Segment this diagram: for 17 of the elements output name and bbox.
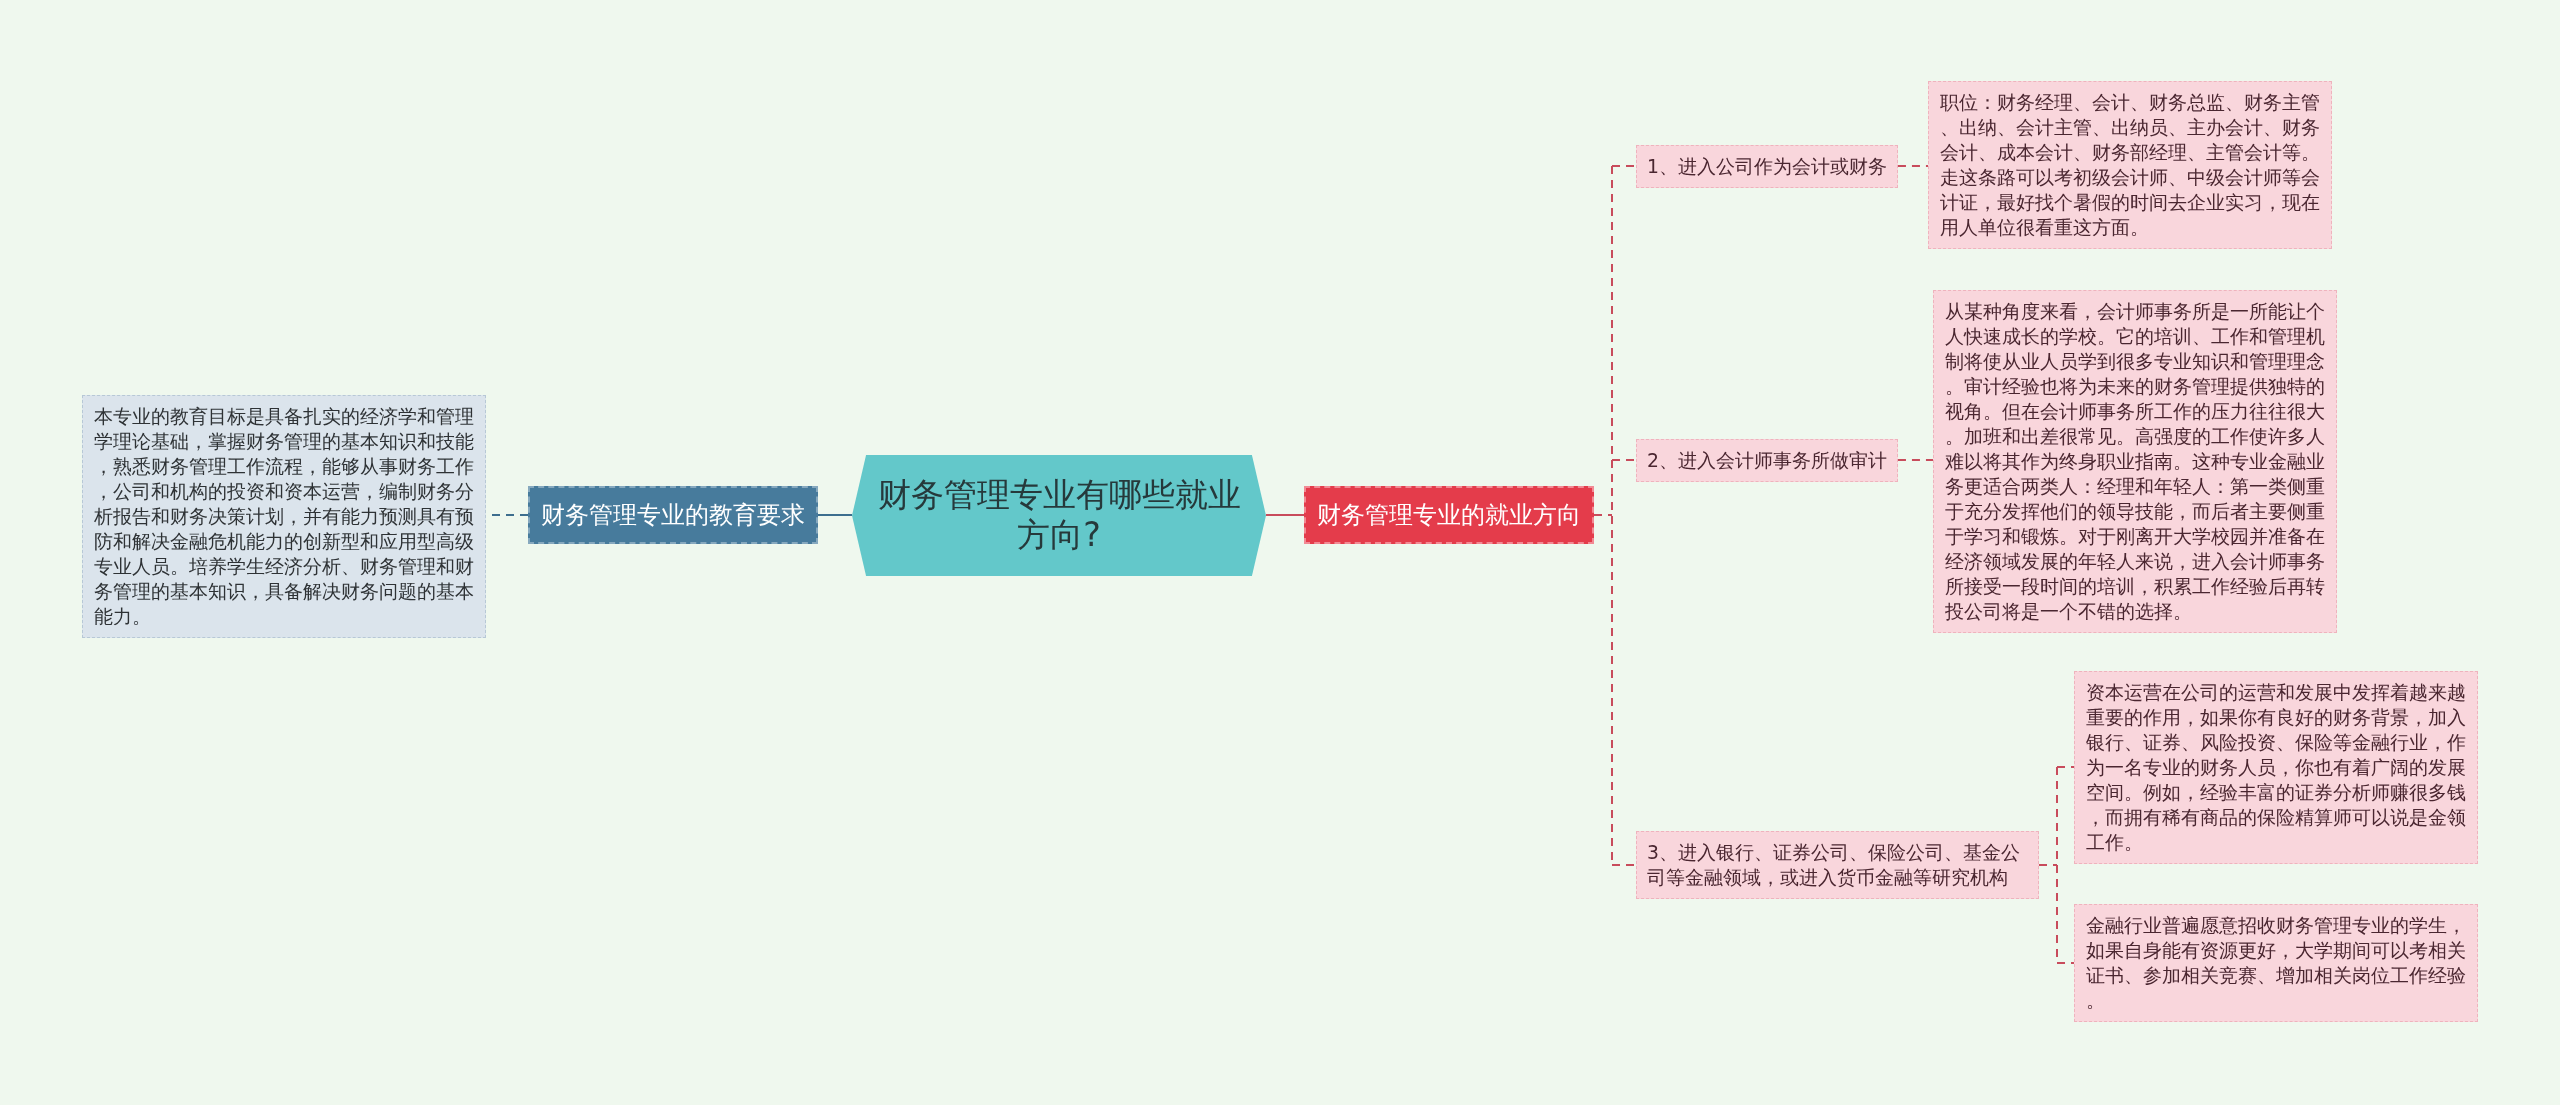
topic-hexagon: 财务管理专业有哪些就业方向? [852, 454, 1266, 576]
note-box: 职位：财务经理、会计、财务总监、财务主管、出纳、会计主管、出纳员、主办会计、财务会计、成本会计、财务部经理、主管会计等。走这条路可以考初级会计师、中级会计师等会计证，最好找个暑假的时间去企业实习，现在用人单位很看重这方面。 [1928, 81, 2332, 249]
subtopic-box: 2、进入会计师事务所做审计 [1636, 438, 1898, 482]
branch-box: 财务管理专业的教育要求 [528, 486, 818, 544]
subtopic-box: 1、进入公司作为会计或财务 [1636, 144, 1898, 188]
note-box: 资本运营在公司的运营和发展中发挥着越来越重要的作用，如果你有良好的财务背景，加入银行、证券、风险投资、保险等金融行业，作为一名专业的财务人员，你也有着广阔的发展空间。例如，经验丰富的证券分析师赚很多钱，而拥有稀有商品的保险精算师可以说是金领工作。 [2074, 670, 2478, 864]
connector-line [1896, 459, 1934, 461]
subtopic-box: 3、进入银行、证券公司、保险公司、基金公司等金融领域，或进入货币金融等研究机构 [1636, 831, 2039, 899]
note-box: 金融行业普遍愿意招收财务管理专业的学生，如果自身能有资源更好，大学期间可以考相关证书、参加相关竞赛、增加相关岗位工作经验。 [2074, 904, 2478, 1022]
note-box: 本专业的教育目标是具备扎实的经济学和管理学理论基础，掌握财务管理的基本知识和技能，熟悉财务管理工作流程，能够从事财务工作，公司和机构的投资和资本运营，编制财务分析报告和财务决策计划，并有能力预测具有预防和解决金融危机能力的创新型和应用型高级专业人员。培养学生经济分析、财务管理和财务管理的基本知识，具备解决财务问题的基本能力。 [82, 394, 486, 638]
connector-line [817, 514, 853, 516]
connector-line [1265, 514, 1305, 516]
branch-box: 财务管理专业的就业方向 [1304, 486, 1594, 544]
connector-line [1593, 165, 1637, 866]
connector-line [1896, 165, 1929, 167]
note-box: 从某种角度来看，会计师事务所是一所能让个人快速成长的学校。它的培训、工作和管理机制将使从业人员学到很多专业知识和管理理念。审计经验也将为未来的财务管理提供独特的视角。但在会计师事务所工作的压力往往很大。加班和出差很常见。高强度的工作使许多人难以将其作为终身职业指南。这种专业金融业务更适合两类人：经理和年轻人：第一类侧重于充分发挥他们的领导技能，而后者主要侧重于学习和锻炼。对于刚离开大学校园并准备在经济领域发展的年轻人来说，进入会计师事务所接受一段时间的培训，积累工作经验后再转投公司将是一个不错的选择。 [1933, 289, 2337, 633]
connector-line [2038, 766, 2075, 964]
